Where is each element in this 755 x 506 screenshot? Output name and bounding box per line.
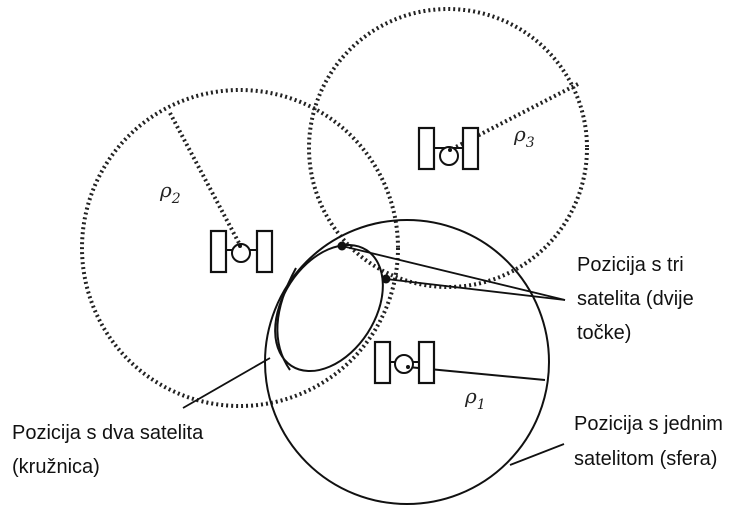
range-sphere-1 bbox=[264, 219, 550, 505]
leader-two-sats bbox=[182, 357, 271, 409]
rho-3-label: ρ3 bbox=[513, 122, 535, 151]
intersection-circle bbox=[274, 243, 384, 373]
range-line-2 bbox=[168, 112, 242, 246]
leader-three-sats-b bbox=[385, 278, 566, 301]
rho-1-label: ρ1 bbox=[464, 384, 486, 413]
range-circle-3 bbox=[307, 7, 589, 289]
label-one-sat: Pozicija s jednim satelitom (sfera) bbox=[574, 413, 729, 470]
leader-three-sats-a bbox=[341, 245, 566, 301]
label-three-sats: Pozicija s tri satelita (dvije točke) bbox=[577, 254, 699, 344]
satellite-3-icon bbox=[417, 126, 480, 171]
label-two-sats: Pozicija s dva satelita (kružnica) bbox=[12, 422, 209, 478]
rho-2-label: ρ2 bbox=[159, 178, 181, 207]
satellite-1-icon bbox=[373, 340, 436, 385]
leader-one-sat bbox=[509, 443, 565, 466]
intersection-circle-edge bbox=[276, 267, 297, 371]
range-circle-2 bbox=[80, 88, 400, 408]
satellite-2-icon bbox=[209, 229, 274, 274]
